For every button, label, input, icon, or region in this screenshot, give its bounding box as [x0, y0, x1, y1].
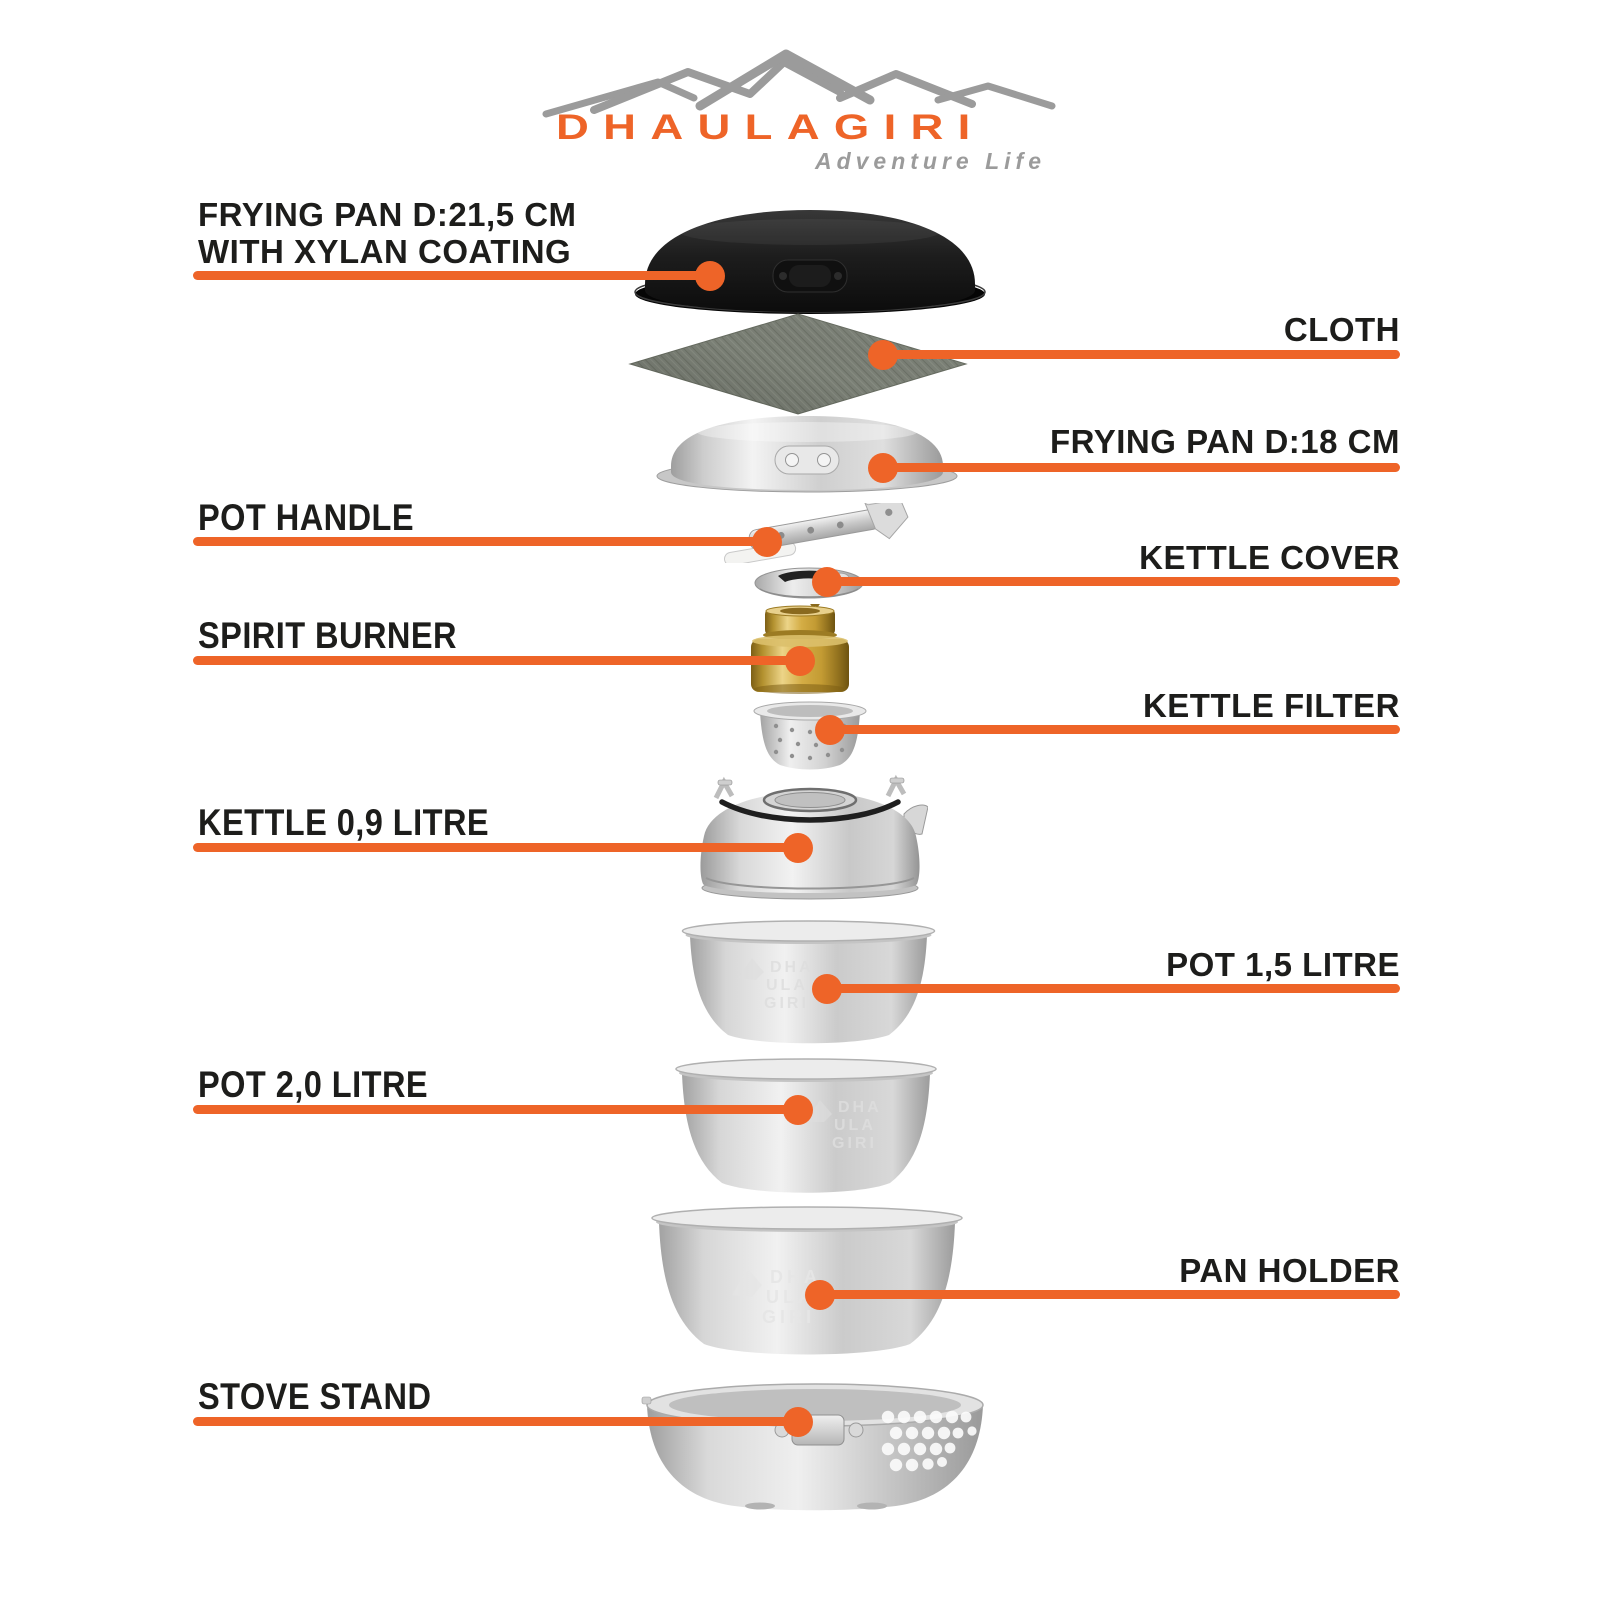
svg-text:DHA: DHA — [770, 959, 814, 976]
label-kettle-09: KETTLE 0,9 LITRE — [198, 802, 490, 843]
svg-text:DHA: DHA — [770, 1267, 821, 1287]
leader-dot-icon — [815, 714, 845, 745]
leader-spirit-burner — [193, 645, 815, 676]
leader-dot-icon — [752, 526, 782, 557]
leader-kettle-09 — [193, 832, 813, 863]
svg-text:ULA: ULA — [766, 977, 808, 994]
svg-text:GIRI: GIRI — [762, 1307, 815, 1327]
svg-text:ULA: ULA — [834, 1117, 876, 1134]
label-pot-handle: POT HANDLE — [198, 497, 415, 538]
leader-frying-pan-18 — [868, 452, 1400, 483]
brand-tagline: Adventure Life — [814, 148, 1046, 174]
leader-dot-icon — [812, 973, 842, 1004]
leader-dot-icon — [785, 645, 815, 676]
label-kettle-cover: KETTLE COVER — [1139, 539, 1400, 576]
label-spirit-burner: SPIRIT BURNER — [198, 615, 457, 656]
pot-1-5-image: DHA ULA GIRI — [681, 920, 936, 1044]
leader-dot-icon — [868, 339, 898, 370]
svg-text:GIRI: GIRI — [764, 995, 809, 1012]
leader-kettle-filter — [815, 714, 1400, 745]
pot-handle-image — [723, 503, 909, 563]
leader-pot-20 — [193, 1094, 813, 1125]
label-stove-stand: STOVE STAND — [198, 1376, 432, 1417]
svg-text:GIRI: GIRI — [832, 1135, 877, 1152]
leader-stove-stand — [193, 1406, 813, 1437]
label-frying-pan-215: FRYING PAN D:21,5 CM WITH XYLAN COATING — [198, 196, 577, 270]
leader-dot-icon — [812, 566, 842, 597]
leader-kettle-cover — [812, 566, 1400, 597]
kettle-filter-image — [753, 701, 867, 770]
pan-holder-image: DHA ULA GIRI — [651, 1206, 963, 1355]
leader-dot-icon — [783, 1094, 813, 1125]
brand-name: DHAULAGIRI — [556, 108, 985, 147]
mountain-logo-graphic — [542, 49, 1056, 118]
leader-dot-icon — [783, 832, 813, 863]
leader-dot-icon — [805, 1279, 835, 1310]
spirit-burner-image — [751, 604, 849, 694]
leader-cloth — [868, 339, 1400, 370]
svg-text:DHA: DHA — [838, 1099, 882, 1116]
leader-dot-icon — [868, 452, 898, 483]
pot-2-0-image: DHA ULA GIRI — [675, 1058, 937, 1193]
label-pot-20: POT 2,0 LITRE — [198, 1064, 429, 1105]
stove-stand-image — [641, 1383, 984, 1511]
label-kettle-filter: KETTLE FILTER — [1142, 687, 1400, 724]
leader-pan-holder — [805, 1279, 1400, 1310]
label-pan-holder: PAN HOLDER — [1179, 1252, 1400, 1289]
brand-logo: DHAULAGIRI Adventure Life — [540, 48, 1060, 188]
leader-pot-handle — [193, 526, 782, 557]
frying-pan-silver-image — [656, 416, 958, 493]
frying-pan-black-image — [634, 210, 986, 314]
label-pot-15: POT 1,5 LITRE — [1166, 946, 1400, 983]
label-frying-pan-18: FRYING PAN D:18 CM — [1049, 423, 1400, 460]
leader-frying-pan-215 — [193, 260, 725, 291]
cloth-image — [628, 313, 968, 415]
svg-text:ULA: ULA — [766, 1287, 815, 1307]
kettle-image — [700, 774, 928, 900]
label-cloth: CLOTH — [1283, 311, 1400, 348]
leader-dot-icon — [695, 260, 725, 291]
leader-dot-icon — [783, 1406, 813, 1437]
leader-pot-15 — [812, 973, 1400, 1004]
